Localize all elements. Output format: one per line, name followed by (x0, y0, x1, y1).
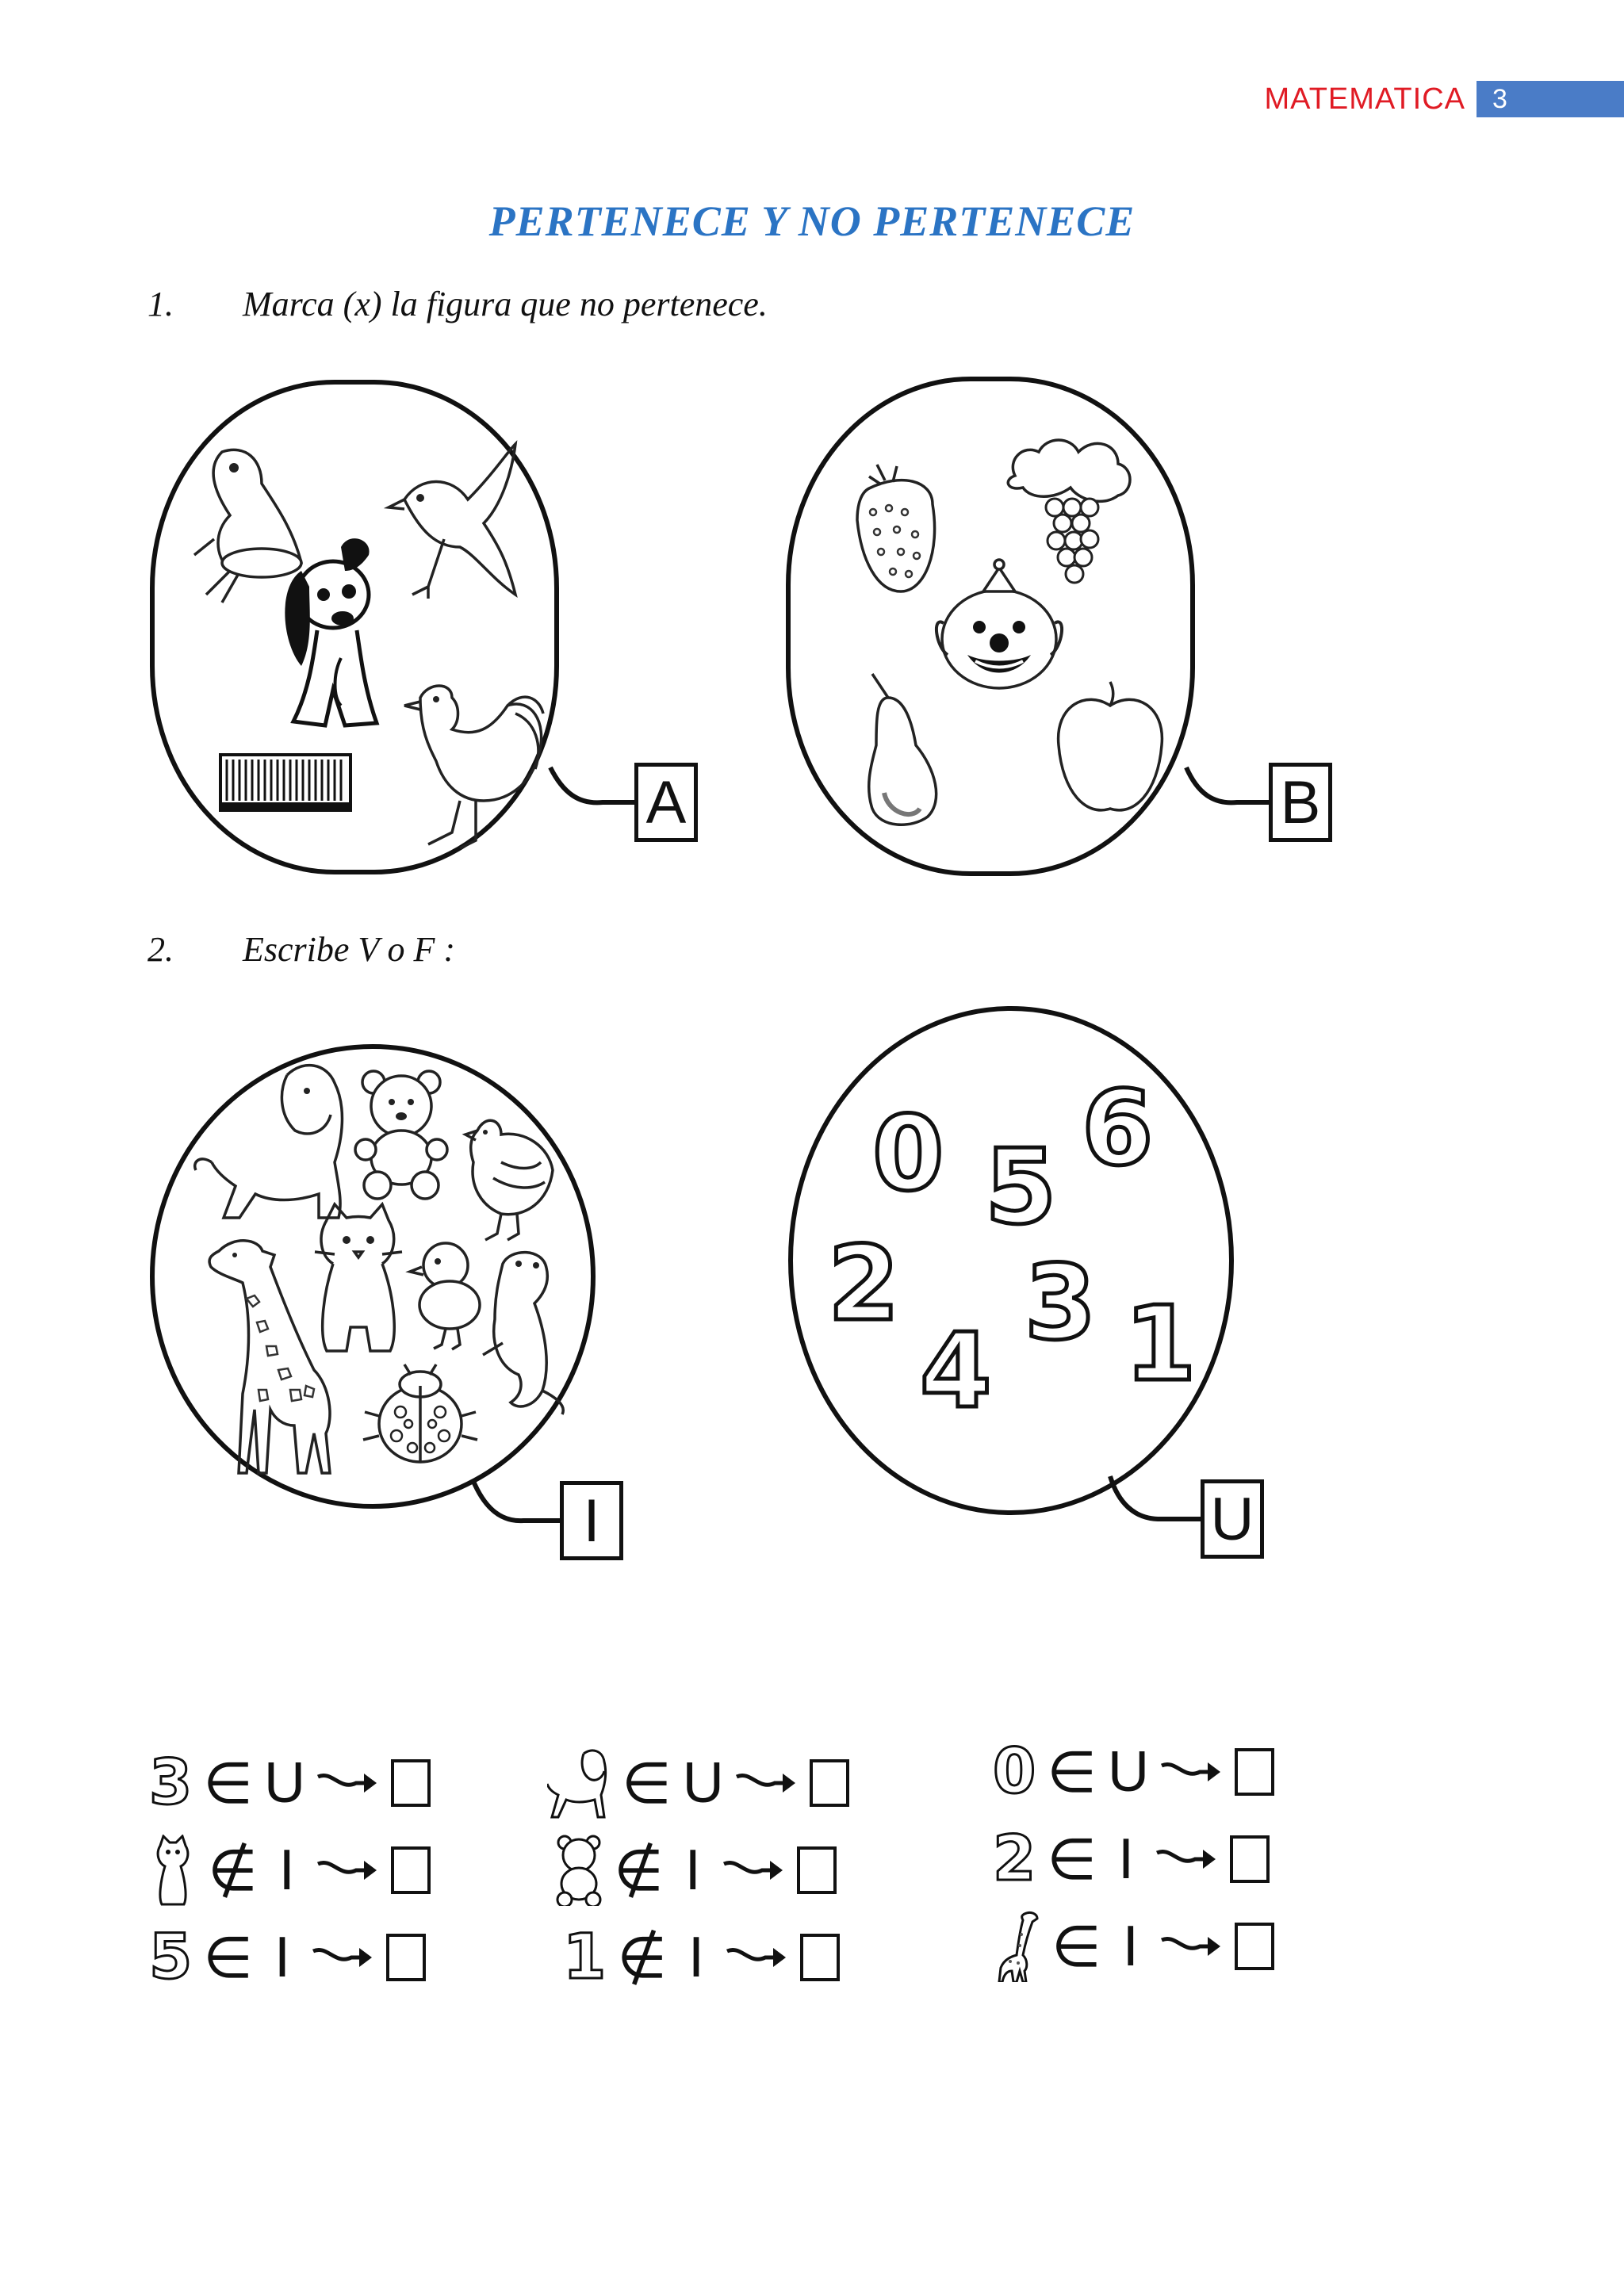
statement-set: U (1108, 1740, 1149, 1804)
answer-box[interactable] (390, 1846, 431, 1894)
question-1-text: Marca (x) la figura que no pertenece. (243, 285, 768, 323)
arrow-icon (1160, 1762, 1220, 1781)
apple-icon (1056, 681, 1164, 812)
set-u-outline (788, 1006, 1234, 1515)
pear-icon (867, 673, 938, 826)
seal-icon (482, 1250, 565, 1415)
giraffe-icon (998, 1911, 1039, 1982)
set-a-connector (548, 766, 634, 806)
statement-row: ∈ U (547, 1747, 849, 1819)
statement-set: I (684, 1839, 701, 1902)
element-of-symbol: ∈ (1051, 1913, 1101, 1980)
statement-row: 3 ∈ U (147, 1747, 431, 1819)
not-element-of-symbol: ∉ (208, 1837, 258, 1904)
set-u-digit: 5 (982, 1127, 1058, 1247)
chick-icon (405, 1242, 481, 1351)
bird-icon (383, 440, 518, 599)
set-u-digit: 1 (1122, 1284, 1197, 1404)
element-of-symbol: ∈ (203, 1750, 253, 1816)
statement-row: 2 ∈ I (991, 1823, 1270, 1895)
teddy-bear-icon (354, 1070, 449, 1200)
statement-row: 0 ∈ U (991, 1736, 1274, 1808)
arrow-icon (722, 1861, 783, 1880)
statement-set: U (264, 1751, 305, 1815)
statement-row: 1 ∉ I (561, 1922, 840, 1993)
set-i-connector (470, 1478, 560, 1524)
lion-icon (193, 1063, 344, 1219)
statement-element: 1 (561, 1922, 607, 1993)
set-b-connector (1184, 766, 1269, 806)
strawberry-icon (856, 464, 936, 593)
answer-box[interactable] (391, 1759, 431, 1807)
teddy-bear-icon (556, 1835, 602, 1906)
set-b-label: B (1269, 763, 1332, 842)
set-u-digit: 4 (917, 1311, 993, 1431)
set-a-label: A (634, 763, 698, 842)
answer-box[interactable] (386, 1934, 426, 1981)
comb-icon (219, 753, 352, 812)
arrow-icon (735, 1774, 795, 1793)
set-u-connector (1108, 1475, 1201, 1521)
statement-element: 2 (991, 1823, 1036, 1895)
answer-box[interactable] (1235, 1748, 1274, 1796)
answer-box[interactable] (1234, 1923, 1274, 1970)
set-u-digit: 0 (870, 1093, 945, 1214)
header-subject: MATEMATICA (1264, 82, 1465, 116)
set-u-digit: 3 (1022, 1242, 1097, 1363)
arrow-icon (1160, 1937, 1220, 1956)
question-1-number: 1. (147, 285, 174, 323)
not-element-of-symbol: ∉ (614, 1837, 664, 1904)
dog-icon (285, 538, 380, 728)
statement-set: I (688, 1926, 704, 1989)
set-u-label: U (1201, 1479, 1264, 1559)
arrow-icon (316, 1861, 377, 1880)
cat-icon (314, 1201, 403, 1353)
element-of-symbol: ∈ (1047, 1826, 1097, 1892)
question-2-number: 2. (147, 930, 174, 969)
element-of-symbol: ∈ (1047, 1739, 1097, 1805)
statement-set: U (682, 1751, 724, 1815)
page-number: 3 (1477, 81, 1624, 117)
set-b-outline (786, 377, 1195, 876)
set-u-digit: 6 (1079, 1068, 1155, 1188)
statement-row: ∈ I (993, 1911, 1274, 1982)
grapes-icon (1006, 438, 1132, 584)
element-of-symbol: ∈ (203, 1924, 253, 1991)
question-2-text: Escribe V o F : (243, 930, 456, 969)
clown-icon (934, 558, 1064, 690)
lion-icon (547, 1749, 607, 1819)
ladybug-icon (362, 1364, 478, 1464)
frog-icon (193, 448, 303, 603)
giraffe-icon (208, 1239, 331, 1475)
arrow-icon (316, 1774, 377, 1793)
set-a-outline (150, 380, 559, 874)
statement-row: 5 ∈ I (147, 1922, 426, 1993)
rooster-icon (404, 684, 545, 850)
answer-box[interactable] (809, 1759, 849, 1807)
set-i-outline (150, 1044, 596, 1509)
set-i-label: I (560, 1481, 623, 1560)
element-of-symbol: ∈ (622, 1750, 672, 1816)
hen-icon (462, 1119, 554, 1242)
statement-set: I (274, 1926, 290, 1989)
statement-element: 0 (991, 1736, 1036, 1808)
set-u-digit: 2 (825, 1223, 901, 1344)
answer-box[interactable] (800, 1934, 840, 1981)
statement-set: I (1117, 1827, 1134, 1891)
statement-row: ∉ I (149, 1835, 431, 1906)
statement-element: 3 (147, 1747, 193, 1819)
arrow-icon (312, 1948, 372, 1967)
statement-element: 5 (147, 1922, 193, 1993)
answer-box[interactable] (796, 1846, 837, 1894)
not-element-of-symbol: ∉ (617, 1924, 667, 1991)
statement-set: I (1122, 1915, 1139, 1978)
arrow-icon (726, 1948, 786, 1967)
statement-set: I (278, 1839, 295, 1902)
answer-box[interactable] (1230, 1835, 1270, 1883)
statement-row: ∉ I (555, 1835, 837, 1906)
cat-icon (156, 1835, 190, 1906)
page-title: PERTENECE Y NO PERTENECE (488, 197, 1136, 245)
arrow-icon (1155, 1850, 1216, 1869)
